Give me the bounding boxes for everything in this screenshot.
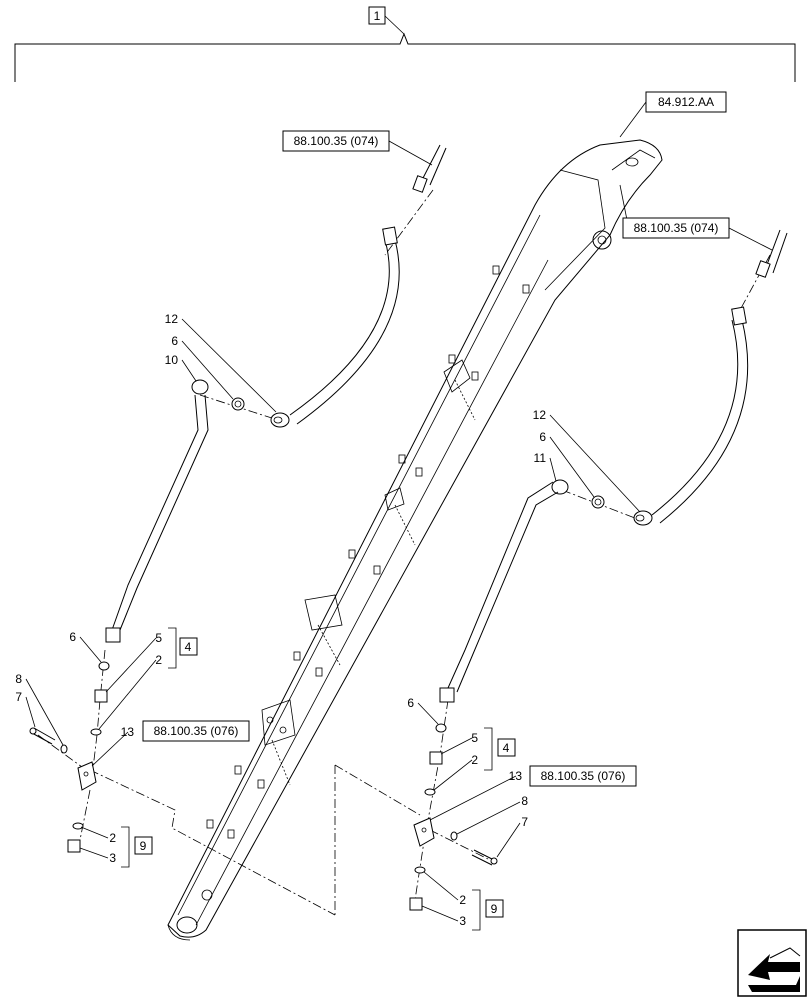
ref-boom: 84.912.AA: [619, 91, 727, 138]
callout-left-seal-plug: 2: [109, 831, 116, 845]
callout-left-kit-b: 9: [140, 839, 147, 853]
callout-right-oring-upper: 6: [539, 430, 546, 444]
callout-right-plug: 3: [459, 914, 466, 928]
left-callouts: 12 6 10 6 5 2 4 8 7 13 2 3 9: [15, 312, 277, 868]
callout-left-screw: 7: [15, 690, 22, 704]
next-page-arrow-icon[interactable]: [737, 929, 807, 997]
ref-valve-right: 88.100.35 (076): [529, 765, 637, 787]
centre-lines: [37, 189, 771, 916]
callout-right-washer: 8: [521, 794, 528, 808]
assembly-bracket: 1: [14, 6, 796, 82]
callout-left-tube: 10: [165, 353, 179, 367]
callout-left-oring-lower: 6: [69, 630, 76, 644]
callout-right-screw: 7: [521, 815, 528, 829]
ref-pipe-left: 88.100.35 (074): [282, 130, 433, 166]
ref-pipe-right: 88.100.35 (074): [622, 217, 773, 251]
ref-valve-left: 88.100.35 (076): [142, 720, 250, 742]
callout-right-hose: 12: [533, 408, 547, 422]
callout-left-hose: 12: [165, 312, 179, 326]
callout-right-oring-lower: 6: [407, 696, 414, 710]
callout-right-kit-a: 4: [503, 741, 510, 755]
callout-right-fitting: 5: [471, 731, 478, 745]
boom-clamps: [206, 265, 530, 839]
ref-valve-right-label: 88.100.35 (076): [541, 769, 626, 783]
right-callouts: 12 6 11 6 5 2 4 13 8 7 2 3 9: [407, 408, 641, 931]
left-hose-assembly: [29, 144, 447, 853]
assembly-number: 1: [374, 9, 381, 23]
callout-left-fitting: 5: [155, 631, 162, 645]
callout-left-kit-a: 4: [185, 640, 192, 654]
callout-right-seal: 2: [471, 753, 478, 767]
callout-left-oring-upper: 6: [171, 334, 178, 348]
ref-valve-left-label: 88.100.35 (076): [154, 724, 239, 738]
right-hose-assembly: [409, 229, 788, 911]
hose-fitting-left: [270, 412, 290, 428]
callout-right-tube: 11: [534, 451, 547, 465]
ref-pipe-left-label: 88.100.35 (074): [294, 134, 379, 148]
ref-boom-label: 84.912.AA: [658, 95, 714, 109]
callout-left-plug: 3: [109, 851, 116, 865]
callout-right-kit-b: 9: [491, 902, 498, 916]
callout-left-washer: 8: [15, 672, 22, 686]
boom-arm: [167, 139, 663, 941]
callout-right-seal-plug: 2: [459, 893, 466, 907]
assembly-number-box: [368, 6, 386, 25]
oring-left-upper: [231, 397, 245, 411]
ref-pipe-right-label: 88.100.35 (074): [634, 221, 719, 235]
callout-left-seal: 2: [155, 653, 162, 667]
